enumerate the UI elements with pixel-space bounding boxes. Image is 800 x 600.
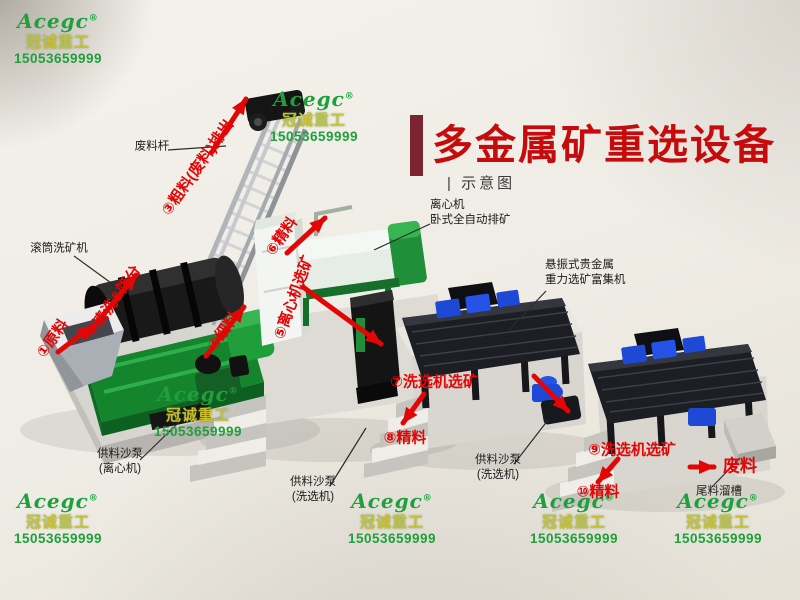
stairs-center — [190, 395, 266, 482]
watermark-phone: 15053659999 — [13, 531, 103, 547]
watermark-phone: 15053659999 — [673, 531, 763, 547]
elevator-head-motor — [244, 89, 306, 131]
watermark-company: 冠诚重工 — [25, 513, 90, 531]
centrifuge-machine — [254, 205, 427, 346]
flow-step9-washer-selection: ⑨洗选机选矿 — [588, 441, 676, 459]
watermark-brand: Acegc® — [351, 489, 433, 513]
watermark-phone: 15053659999 — [13, 51, 103, 67]
watermark-company: 冠诚重工 — [541, 513, 606, 531]
label-pump-centrifuge-line2: (离心机) — [98, 463, 142, 475]
label-drum-washer: 滚筒洗矿机 — [30, 242, 88, 255]
label-pump-washer2-line1: 供料沙泵 — [475, 453, 521, 466]
watermark-brand: Acegc® — [677, 489, 759, 513]
watermark-phone: 15053659999 — [529, 531, 619, 547]
watermark-bottom-center-right: Acegc® 冠诚重工 15053659999 — [528, 489, 620, 547]
label-shaker-line1: 悬振式贵金属 — [545, 259, 614, 271]
watermark-bottom-center-left: Acegc® 冠诚重工 15053659999 — [346, 489, 438, 547]
watermark-mid-left: Acegc® 冠诚重工 15053659999 — [152, 382, 244, 440]
watermark-company: 冠诚重工 — [685, 513, 750, 531]
watermark-brand: Acegc® — [17, 9, 99, 33]
watermark-brand: Acegc® — [273, 87, 355, 111]
tailings-chute-machine — [724, 413, 776, 466]
watermark-top-left: Acegc® 冠诚重工 15053659999 — [12, 9, 104, 67]
flow-arrows — [55, 96, 717, 485]
watermark-phone: 15053659999 — [347, 531, 437, 547]
shaking-table-1-machine — [402, 282, 580, 409]
label-pump-washer2-line2: (洗选机) — [476, 469, 520, 481]
watermark-company: 冠诚重工 — [25, 33, 90, 51]
watermark-brand: Acegc® — [17, 489, 99, 513]
label-centrifuge-line2: 卧式全自动排矿 — [430, 214, 511, 227]
label-centrifuge-line1: 离心机 — [430, 199, 465, 211]
label-tailings-chute: 尾料溜槽 — [696, 485, 742, 498]
watermark-top-center: Acegc® 冠诚重工 15053659999 — [268, 87, 360, 145]
label-pump-washer1: 供料沙泵 (洗选机) — [290, 475, 336, 505]
flow-step7-washer-selection: ⑦洗选机选矿 — [390, 373, 478, 391]
watermark-bottom-left: Acegc® 冠诚重工 15053659999 — [12, 489, 104, 547]
label-centrifuge: 离心机 卧式全自动排矿 — [430, 198, 511, 228]
label-pump-centrifuge-line1: 供料沙泵 — [97, 447, 143, 460]
label-pump-washer2: 供料沙泵 (洗选机) — [475, 453, 521, 483]
label-pump-washer1-line2: (洗选机) — [291, 491, 335, 503]
label-pump-centrifuge: 供料沙泵 (离心机) — [97, 447, 143, 477]
watermark-company: 冠诚重工 — [165, 406, 230, 424]
flow-step8-concentrate: ⑧精料 — [383, 429, 427, 447]
page-title: 多金属矿重选设备 — [432, 122, 776, 168]
watermark-company: 冠诚重工 — [281, 111, 346, 129]
label-pump-washer1-line1: 供料沙泵 — [290, 475, 336, 488]
page-subtitle: | 示意图 — [447, 175, 516, 192]
watermark-phone: 15053659999 — [269, 129, 359, 145]
watermark-brand: Acegc® — [533, 489, 615, 513]
label-shaker-line2: 重力选矿富集机 — [545, 274, 626, 287]
feed-pump-centrifuge-machine — [194, 354, 250, 399]
watermark-phone: 15053659999 — [153, 424, 243, 440]
shaking-table-2-machine — [588, 328, 766, 455]
watermark-bottom-right: Acegc® 冠诚重工 15053659999 — [672, 489, 764, 547]
title-accent-bar — [410, 115, 423, 176]
watermark-brand: Acegc® — [157, 382, 239, 406]
flow-step10-concentrate: ⑩精料 — [576, 483, 620, 501]
label-shaker: 悬振式贵金属 重力选矿富集机 — [545, 258, 626, 288]
watermark-company: 冠诚重工 — [359, 513, 424, 531]
flow-waste-output: 废料 — [723, 456, 757, 476]
title-block: 多金属矿重选设备 | 示意图 — [410, 111, 790, 201]
label-waste-rod: 废料杆 — [134, 140, 170, 153]
